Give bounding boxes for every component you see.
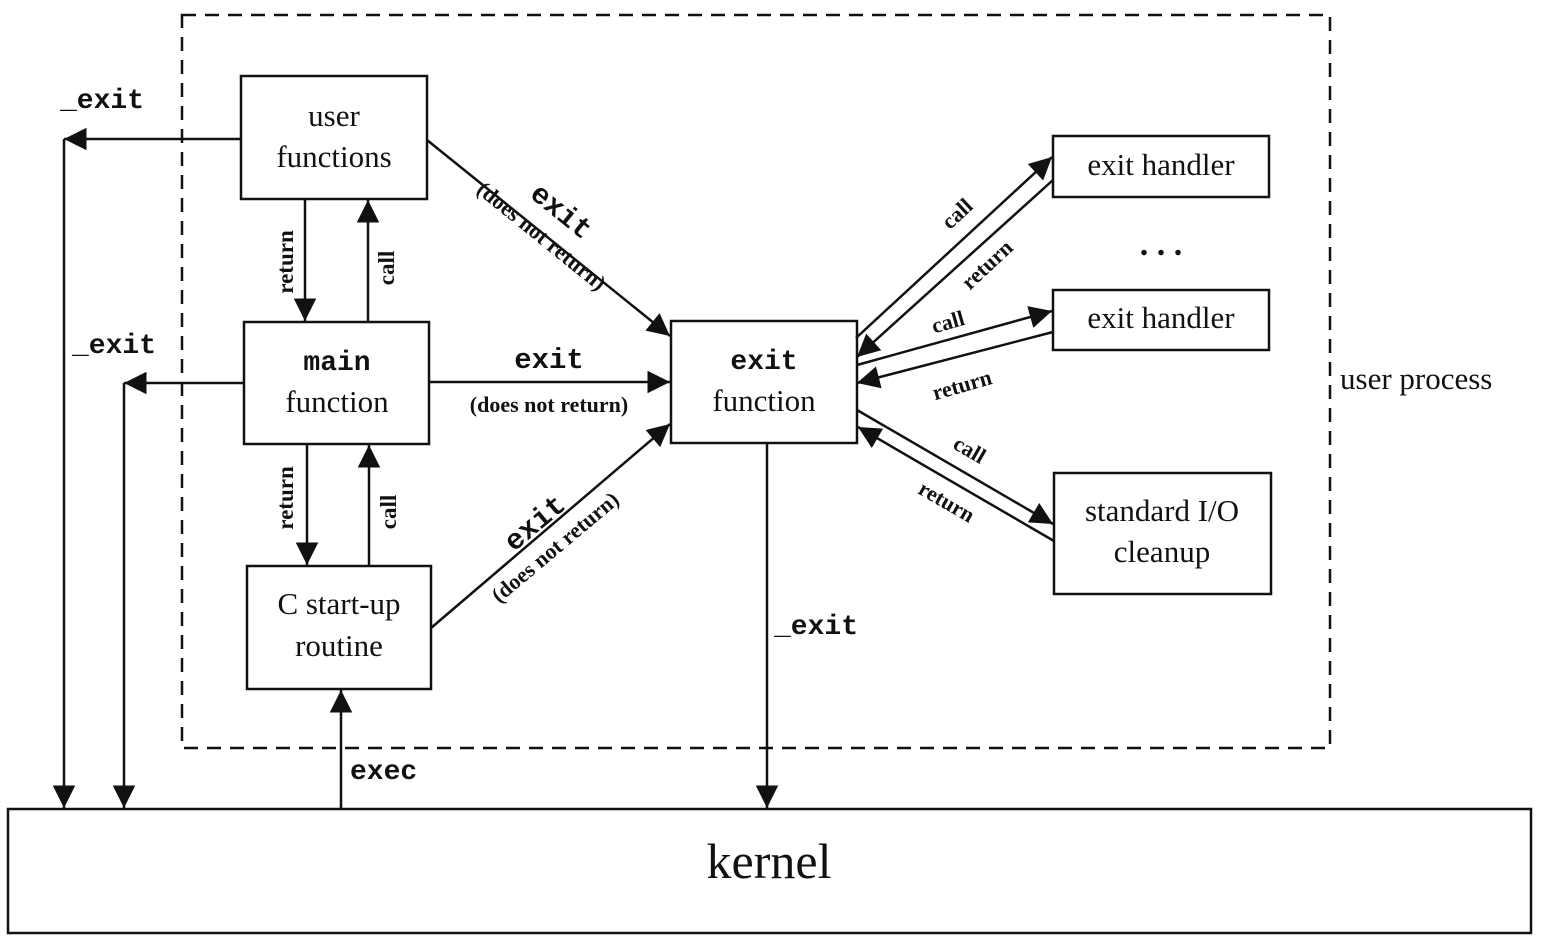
user-to-main-return-label: return — [273, 230, 298, 294]
stdio-cleanup-call-label: call — [949, 430, 990, 468]
exit-handler-1-call-arrow — [855, 156, 1053, 339]
main-function-label-line-2: function — [285, 384, 389, 419]
main-function-exit-label: _exit — [71, 331, 156, 362]
stdio-cleanup-label-line-2: cleanup — [1114, 534, 1210, 569]
exit-handler-1-return-label: return — [956, 235, 1017, 295]
user-functions-box — [239, 74, 429, 201]
stdio-cleanup-box — [1052, 471, 1273, 596]
exit-handler-box-2 — [1051, 288, 1271, 352]
kernel-label: kernel — [707, 833, 832, 889]
exit-function-label-line-2: function — [712, 383, 816, 418]
main-to-startup-return-label: return — [273, 466, 298, 530]
startup-routine-label-line-1: C start-up — [277, 586, 400, 621]
user-process-label: user process — [1340, 361, 1492, 396]
user-functions-exit-label: _exit — [59, 86, 144, 117]
user-functions-exit-call-arrow — [426, 139, 671, 337]
exec-label: exec — [350, 757, 417, 788]
stdio-cleanup-return-arrow — [857, 425, 1055, 543]
exit-handler-label-1: exit handler — [1087, 147, 1235, 182]
startup-routine-label-line-2: routine — [295, 628, 383, 663]
user-functions-label-line-2: functions — [276, 139, 391, 174]
stdio-cleanup-call-arrow — [856, 408, 1054, 526]
exit-function-box — [669, 319, 859, 445]
main-no-return-label: (does not return) — [470, 392, 628, 417]
main-to-user-call-label: call — [374, 251, 399, 286]
main-function-label-line-1: main — [303, 348, 370, 379]
main-function-box — [242, 320, 431, 446]
exit-handler-2-call-label: call — [929, 305, 968, 338]
exit-function-exit-label: _exit — [773, 612, 858, 643]
exit-handler-box-1 — [1051, 134, 1271, 199]
user-functions-label-line-1: user — [308, 98, 360, 133]
exit-handler-2-call-arrow — [856, 306, 1053, 367]
startup-routine-box — [245, 564, 433, 691]
exit-handler-1-call-label: call — [936, 193, 977, 234]
main-exit-call-label: exit — [514, 344, 584, 377]
exit-handler-1-return-arrow — [856, 179, 1054, 358]
startup-exit-call-arrow — [430, 423, 671, 629]
exit-handler-label-2: exit handler — [1087, 300, 1235, 335]
exit-handler-2-return-label: return — [929, 364, 994, 405]
stdio-cleanup-label-line-1: standard I/O — [1085, 493, 1239, 528]
startup-to-main-call-label: call — [376, 495, 401, 530]
stdio-cleanup-return-label: return — [914, 476, 979, 528]
exit-function-label-line-1: exit — [730, 347, 797, 378]
exit-handler-2-return-arrow — [856, 330, 1054, 389]
ellipsis: . . . — [1140, 226, 1183, 263]
kernel-box — [6, 807, 1533, 935]
